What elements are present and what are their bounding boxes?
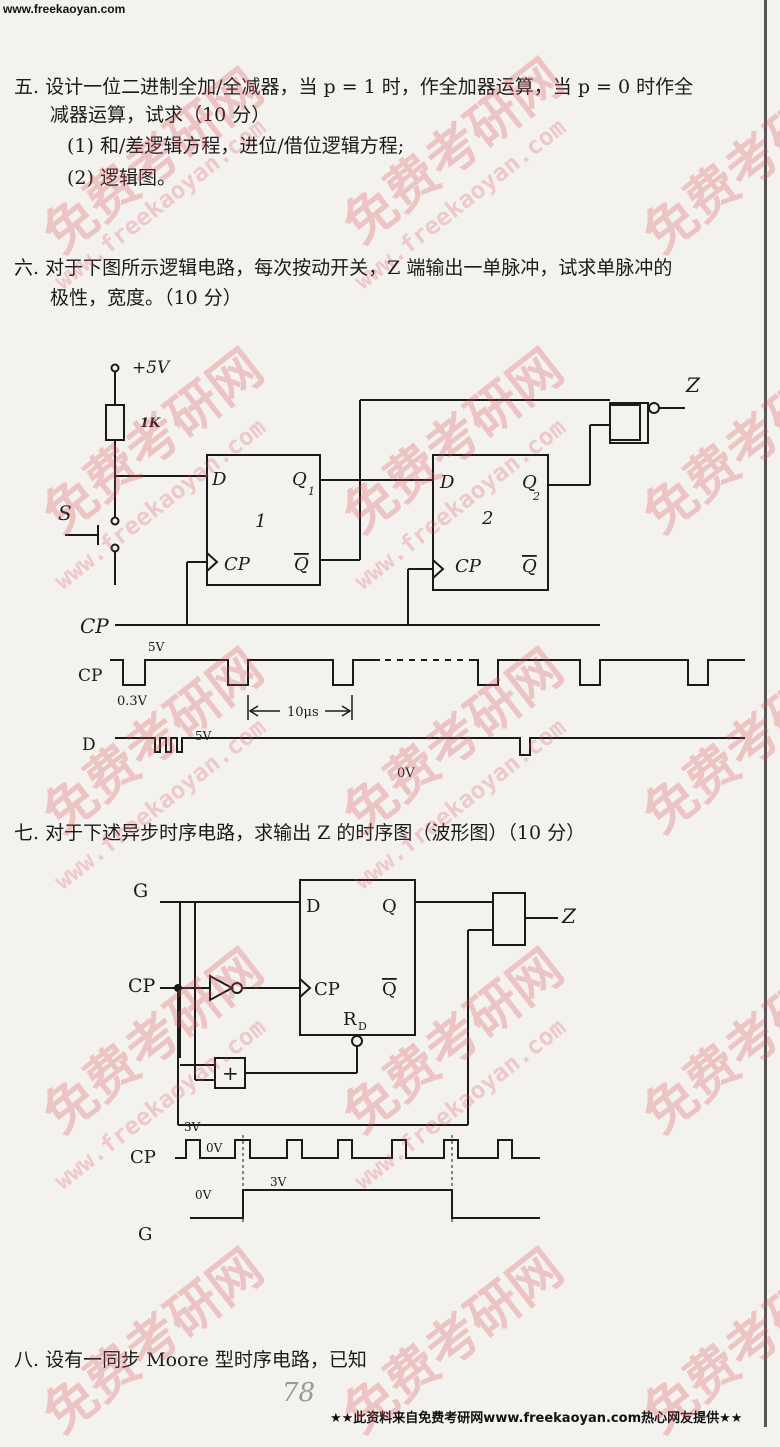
footer-banner: ★★此资料来自免费考研网www.freekaoyan.com热心网友提供★★	[330, 1411, 743, 1426]
q6-line1: 六. 对于下图所示逻辑电路，每次按动开关，Z 端输出一单脉冲，试求单脉冲的	[14, 257, 673, 279]
ff2-number: 2	[481, 508, 493, 529]
ff-qbar: Q	[382, 979, 397, 1000]
or-gate-symbol: +	[222, 1061, 239, 1085]
cp-wave-label: CP	[78, 666, 102, 686]
cp-wave-label-2: CP	[130, 1147, 156, 1168]
q8-line1: 八. 设有一同步 Moore 型时序电路，已知	[14, 1349, 367, 1371]
ff-cp: CP	[314, 979, 340, 1000]
cp-high-3v: 3V	[184, 1120, 201, 1134]
g-input-label: G	[133, 880, 148, 902]
cp-high-label: 5V	[148, 640, 165, 654]
ff1-number: 1	[255, 511, 266, 532]
d-low-label: 0V	[397, 766, 415, 781]
d-high-label: 5V	[195, 729, 212, 743]
q5-line2: 减器运算，试求（10 分）	[50, 104, 271, 126]
d-wave-label: D	[82, 735, 96, 755]
ff1-d: D	[211, 469, 227, 490]
switch-label: S	[58, 501, 72, 525]
ff1-qbar: Q	[294, 554, 309, 575]
q7-line1: 七. 对于下述异步时序电路，求输出 Z 的时序图（波形图）（10 分）	[14, 822, 586, 844]
cp-input-label: CP	[128, 975, 156, 997]
g-high-3v: 3V	[270, 1175, 287, 1189]
q5-item1: (1) 和/差逻辑方程，进位/借位逻辑方程;	[67, 135, 405, 157]
page-number: 78	[282, 1378, 316, 1408]
vcc-label: +5V	[132, 358, 171, 378]
resistor-label: 1K	[140, 416, 161, 431]
ff-rd: R	[343, 1009, 357, 1030]
ff2-d: D	[439, 472, 455, 493]
ff2-qbar: Q	[522, 556, 537, 577]
ff-rd-sub: D	[358, 1020, 367, 1033]
cp-low-label: 0.3V	[117, 694, 148, 709]
ff1-q: Q	[292, 469, 307, 490]
q5-line1: 五. 设计一位二进制全加/全减器，当 p = 1 时，作全加器运算，当 p = …	[14, 76, 694, 98]
g-wave-label: G	[138, 1224, 152, 1245]
ff-d: D	[306, 896, 320, 917]
ff2-q-sub: 2	[532, 490, 540, 503]
q6-line2: 极性，宽度。（10 分）	[50, 287, 242, 309]
z-label: Z	[561, 904, 577, 928]
ff2-q: Q	[522, 472, 537, 493]
ff1-cp: CP	[224, 554, 251, 575]
page-edge	[764, 0, 767, 1427]
period-label: 10μs	[287, 705, 319, 720]
ff1-q-sub: 1	[308, 485, 315, 498]
clock-label: CP	[80, 614, 109, 638]
site-header: www.freekaoyan.com	[3, 2, 126, 16]
cp-low-0v: 0V	[206, 1141, 223, 1155]
ff-q: Q	[382, 896, 397, 917]
z-output-label: Z	[685, 373, 701, 397]
ff2-cp: CP	[455, 556, 482, 577]
q5-item2: (2) 逻辑图。	[67, 167, 176, 189]
g-low-0v: 0V	[195, 1188, 212, 1202]
